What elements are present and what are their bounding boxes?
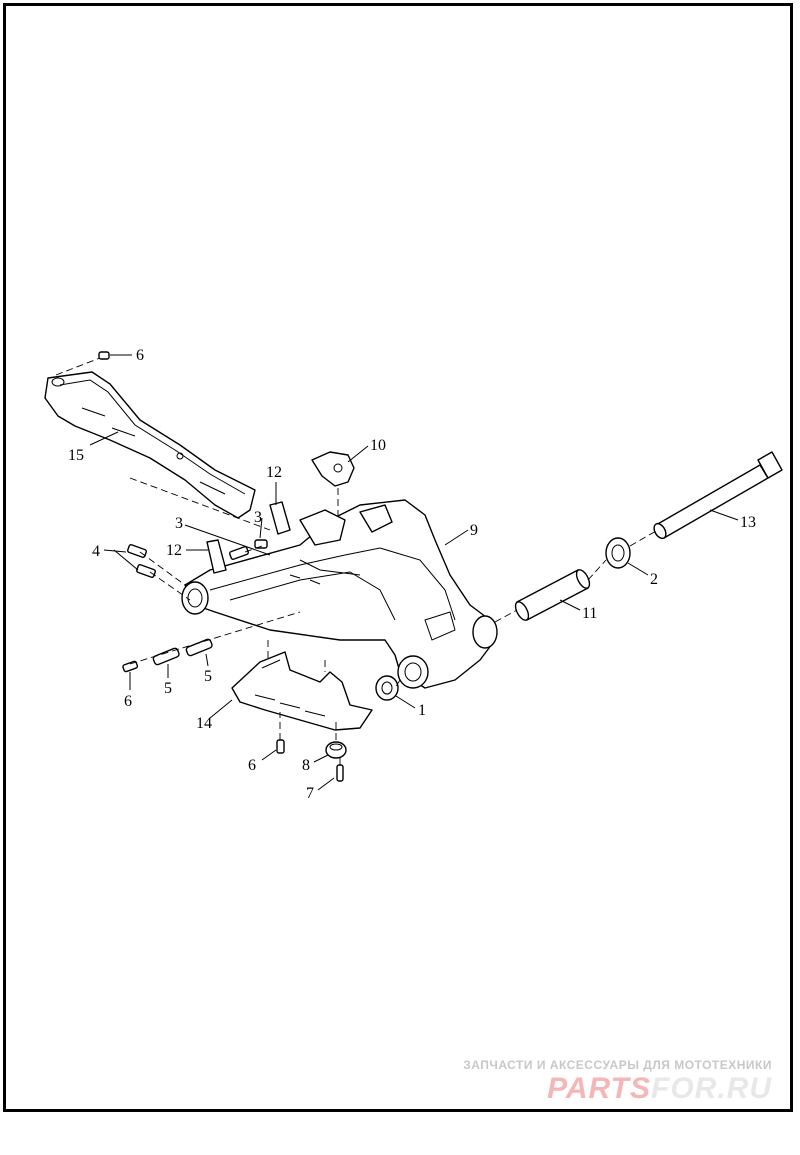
callout-15: 15 <box>68 447 84 464</box>
callout-4: 4 <box>92 543 100 560</box>
callout-9: 9 <box>470 522 478 539</box>
callout-6-top: 6 <box>136 347 144 364</box>
callout-6-bottom: 6 <box>248 757 256 774</box>
part-2-bearing <box>605 537 631 569</box>
watermark-logo-main: PARTS <box>547 1072 651 1105</box>
callout-3-left: 3 <box>175 515 183 532</box>
leader-lines <box>89 354 739 791</box>
part-1-bearing <box>375 675 399 701</box>
part-9-swingarm <box>181 499 498 689</box>
part-14-lower-belt-guard <box>231 651 373 731</box>
callout-3-right: 3 <box>254 509 262 526</box>
callout-10: 10 <box>370 437 386 454</box>
part-10-bracket <box>311 451 355 487</box>
callout-12-left: 12 <box>166 542 182 559</box>
callout-5-left: 5 <box>164 680 172 697</box>
watermark-logo-sub: FOR.RU <box>651 1072 772 1105</box>
callout-2: 2 <box>650 571 658 588</box>
callout-11: 11 <box>582 605 597 622</box>
callout-7: 7 <box>306 785 314 802</box>
callout-1: 1 <box>418 702 426 719</box>
part-13-pivot-shaft <box>653 451 783 540</box>
callout-labels: 6 15 10 12 3 3 4 12 9 13 2 11 1 14 6 5 5… <box>68 347 756 802</box>
part-11-spacer-tube <box>514 569 591 621</box>
watermark-tagline: ЗАПЧАСТИ И АКСЕССУАРЫ ДЛЯ МОТОТЕХНИКИ <box>463 1058 772 1072</box>
part-15-upper-belt-guard <box>44 371 256 519</box>
callout-5-right: 5 <box>204 668 212 685</box>
watermark-logo: PARTSFOR.RU <box>463 1072 772 1106</box>
callout-14: 14 <box>196 715 212 732</box>
alignment-lines <box>55 357 657 765</box>
watermark: ЗАПЧАСТИ И АКСЕССУАРЫ ДЛЯ МОТОТЕХНИКИ PA… <box>463 1058 772 1106</box>
fastener-screws <box>98 351 347 782</box>
page-frame <box>3 3 793 1112</box>
callout-12-top: 12 <box>266 464 282 481</box>
callout-6-left: 6 <box>124 693 132 710</box>
callout-13: 13 <box>740 514 756 531</box>
callout-8: 8 <box>302 757 310 774</box>
